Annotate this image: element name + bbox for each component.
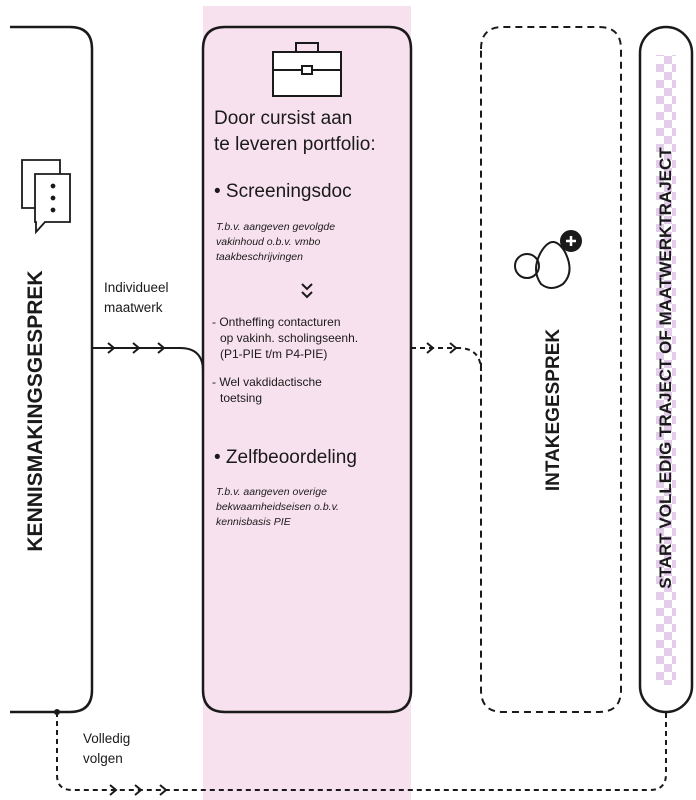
briefcase-icon bbox=[272, 42, 342, 97]
vakdidactische-item: - Wel vakdidactische toetsing bbox=[212, 374, 322, 406]
branch-individual-label: Individueel maatwerk bbox=[104, 278, 169, 318]
end-panel-pattern bbox=[656, 55, 676, 685]
screeningsdoc-heading: • Screeningsdoc bbox=[214, 181, 352, 202]
branch-individual-line2: maatwerk bbox=[104, 300, 163, 315]
screeningsdoc-note: T.b.v. aangeven gevolgde vakinhoud o.b.v… bbox=[216, 220, 335, 265]
ontheffing-line3: (P1-PIE t/m P4-PIE) bbox=[220, 347, 328, 361]
double-chevron-down-icon bbox=[301, 283, 313, 299]
portfolio-title-line1: Door cursist aan bbox=[214, 108, 353, 129]
ontheffing-line1: - Ontheffing contacturen bbox=[212, 315, 341, 329]
screeningsdoc-note-line3: taakbeschrijvingen bbox=[216, 251, 303, 263]
vakdidactische-line2: toetsing bbox=[220, 391, 263, 405]
person-add-icon bbox=[514, 230, 582, 289]
intakegesprek-title: INTAKEGESPREK bbox=[543, 328, 564, 492]
connector-portfolio-intake bbox=[411, 347, 482, 372]
portfolio-panel-outline bbox=[201, 25, 413, 714]
intake-panel-outline bbox=[480, 26, 622, 713]
portfolio-title-line2: te leveren portfolio: bbox=[214, 134, 376, 155]
screeningsdoc-note-line2: vakinhoud o.b.v. vmbo bbox=[216, 236, 321, 248]
zelfbeoordeling-note-line2: bekwaamheidseisen o.b.v. bbox=[216, 501, 339, 513]
vakdidactische-line1: - Wel vakdidactische bbox=[212, 375, 322, 389]
connector-individual bbox=[92, 347, 204, 372]
zelfbeoordeling-note-line3: kennisbasis PIE bbox=[216, 516, 291, 528]
screeningsdoc-note-line1: T.b.v. aangeven gevolgde bbox=[216, 221, 336, 233]
branch-full-line2: volgen bbox=[83, 751, 123, 766]
branch-full-line1: Volledig bbox=[83, 731, 131, 746]
ontheffing-item: - Ontheffing contacturen op vakinh. scho… bbox=[212, 314, 358, 362]
portfolio-title: Door cursist aan te leveren portfolio: bbox=[214, 106, 409, 158]
zelfbeoordeling-note-line1: T.b.v. aangeven overige bbox=[216, 486, 327, 498]
start-traject-title: START VOLLEDIG TRAJECT OF MAATWERKTRAJEC… bbox=[656, 147, 675, 589]
branch-individual-line1: Individueel bbox=[104, 280, 169, 295]
portfolio-column-background bbox=[203, 6, 411, 800]
chat-bubbles-icon bbox=[21, 159, 71, 235]
branch-full-label: Volledig volgen bbox=[83, 729, 130, 769]
zelfbeoordeling-note: T.b.v. aangeven overige bekwaamheidseise… bbox=[216, 485, 339, 530]
kennismakingsgesprek-title: KENNISMAKINGSGESPREK bbox=[24, 270, 47, 552]
connector-full-track bbox=[56, 712, 667, 791]
left-panel-outline bbox=[10, 25, 94, 714]
ontheffing-line2: op vakinh. scholingseenh. bbox=[220, 331, 359, 345]
zelfbeoordeling-heading: • Zelfbeoordeling bbox=[214, 447, 357, 468]
